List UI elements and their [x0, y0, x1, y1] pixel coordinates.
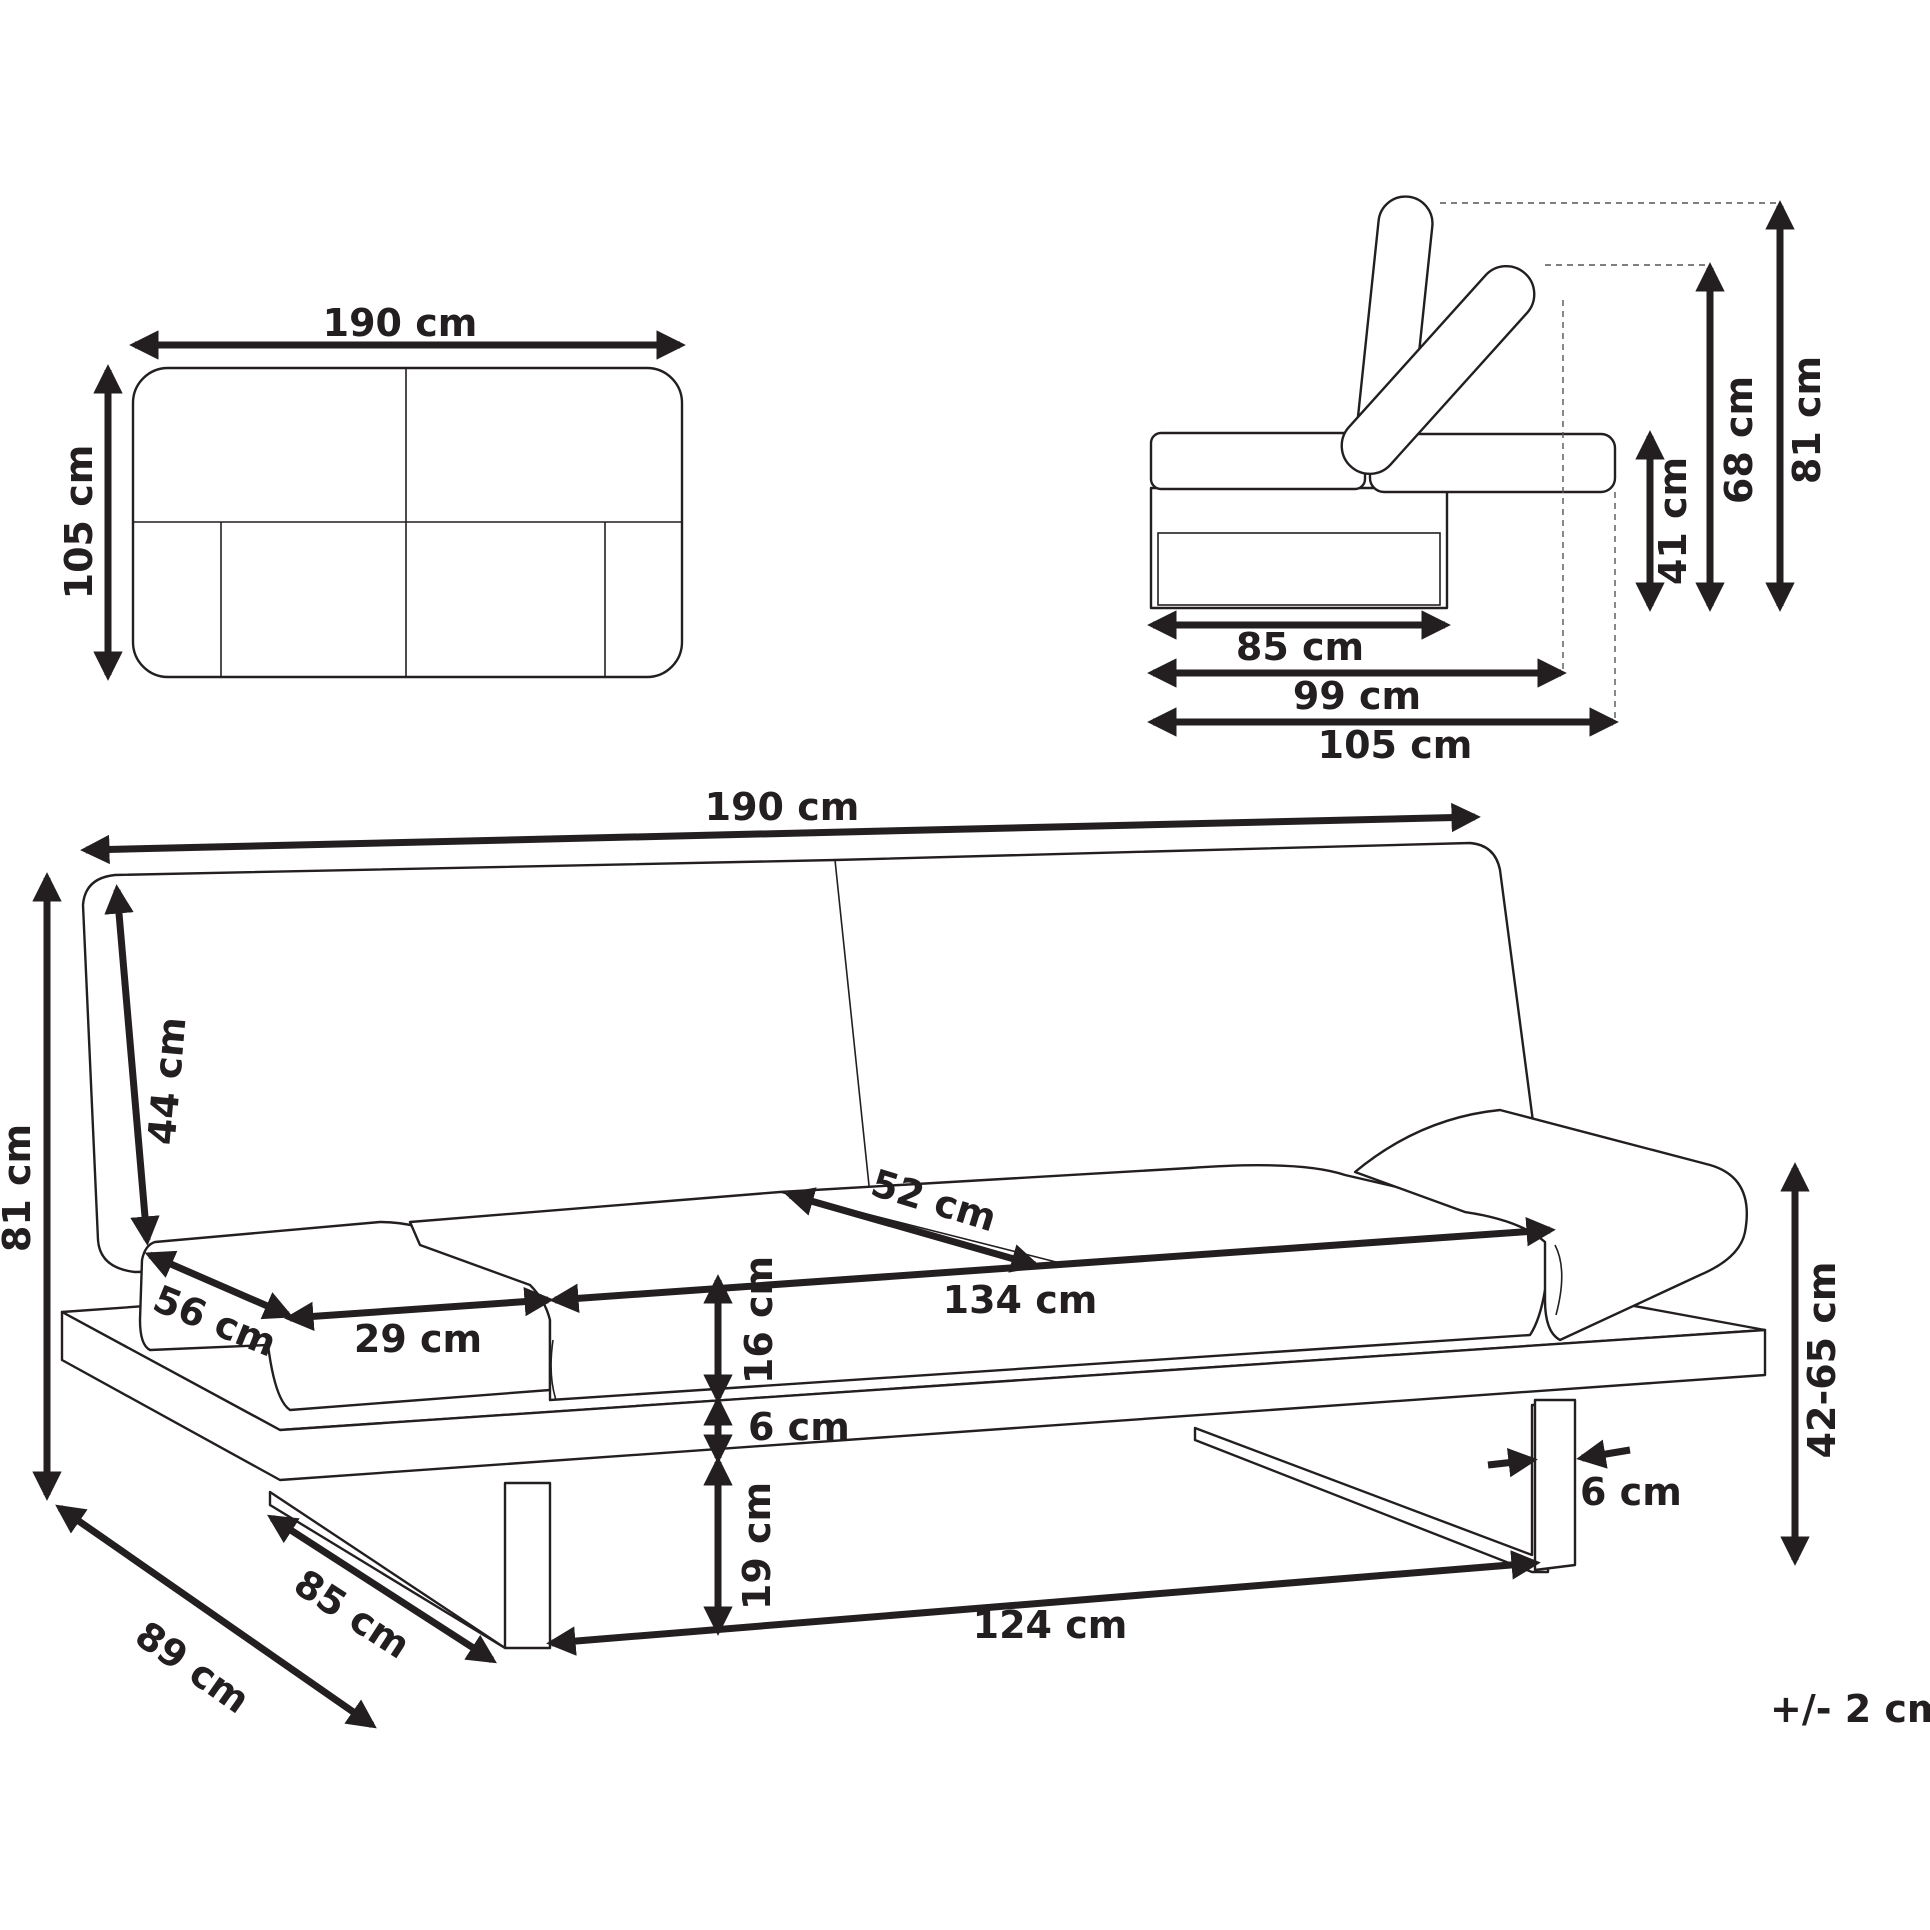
front-width-label: 190 cm [705, 785, 860, 829]
side-view: 85 cm 99 cm 105 cm 41 cm 68 cm 81 cm [1147, 195, 1829, 767]
front-total-depth-arrow [55, 1504, 377, 1729]
front-backrest-arrow [104, 884, 160, 1246]
side-view-81-label: 81 cm [1785, 356, 1829, 484]
front-height-label: 81 cm [0, 1124, 39, 1252]
side-view-105-label: 105 cm [1318, 723, 1473, 767]
tolerance-note: +/- 2 cm [1770, 1687, 1930, 1731]
front-leg-span-arrow [546, 1550, 1541, 1656]
top-view: 190 cm 105 cm [57, 301, 686, 681]
sofa-armrest-left-strap [550, 1339, 557, 1401]
side-view-85-label: 85 cm [1236, 625, 1364, 669]
side-view-armrest [1149, 431, 1367, 491]
side-view-99-label: 99 cm [1293, 674, 1421, 718]
sofa-backrest [81, 841, 1542, 1274]
sofa-leg-right-rear [1193, 1403, 1550, 1574]
front-leg-thickness-arrow-left [1487, 1448, 1538, 1478]
front-armrest-width-label: 29 cm [354, 1317, 482, 1361]
front-cushion-height-label: 16 cm [737, 1256, 781, 1384]
side-view-base-drawer [1157, 532, 1441, 606]
top-view-depth-label: 105 cm [57, 445, 101, 600]
front-view: 190 cm 81 cm 44 cm 52 cm 134 cm 56 cm 29… [0, 785, 1844, 1729]
front-leg-height-label: 19 cm [735, 1482, 779, 1610]
front-seat-width-label: 134 cm [943, 1278, 1098, 1322]
sofa-frame-front [60, 1310, 1767, 1482]
front-width-arrow [80, 802, 1481, 865]
sofa-leg-right [1533, 1398, 1577, 1572]
top-view-width-label: 190 cm [323, 301, 478, 345]
front-armrest-width-arrow [284, 1286, 554, 1332]
front-leg-thickness-arrow-right [1576, 1439, 1631, 1469]
front-leg-thickness-label: 6 cm [1580, 1470, 1682, 1514]
front-armrest-height-label: 42-65 cm [1800, 1262, 1844, 1459]
sofa-armrest-right-strap [1554, 1244, 1563, 1316]
side-view-41-label: 41 cm [1651, 457, 1695, 585]
side-view-backrest-angled [1340, 264, 1536, 476]
sofa-backrest-seam [834, 859, 871, 1196]
front-armrest-depth-arrow [144, 1250, 294, 1320]
front-frame-height-label: 6 cm [748, 1405, 850, 1449]
side-view-68-label: 68 cm [1717, 376, 1761, 504]
side-view-base [1149, 486, 1449, 610]
front-leg-span-label: 124 cm [973, 1603, 1128, 1647]
